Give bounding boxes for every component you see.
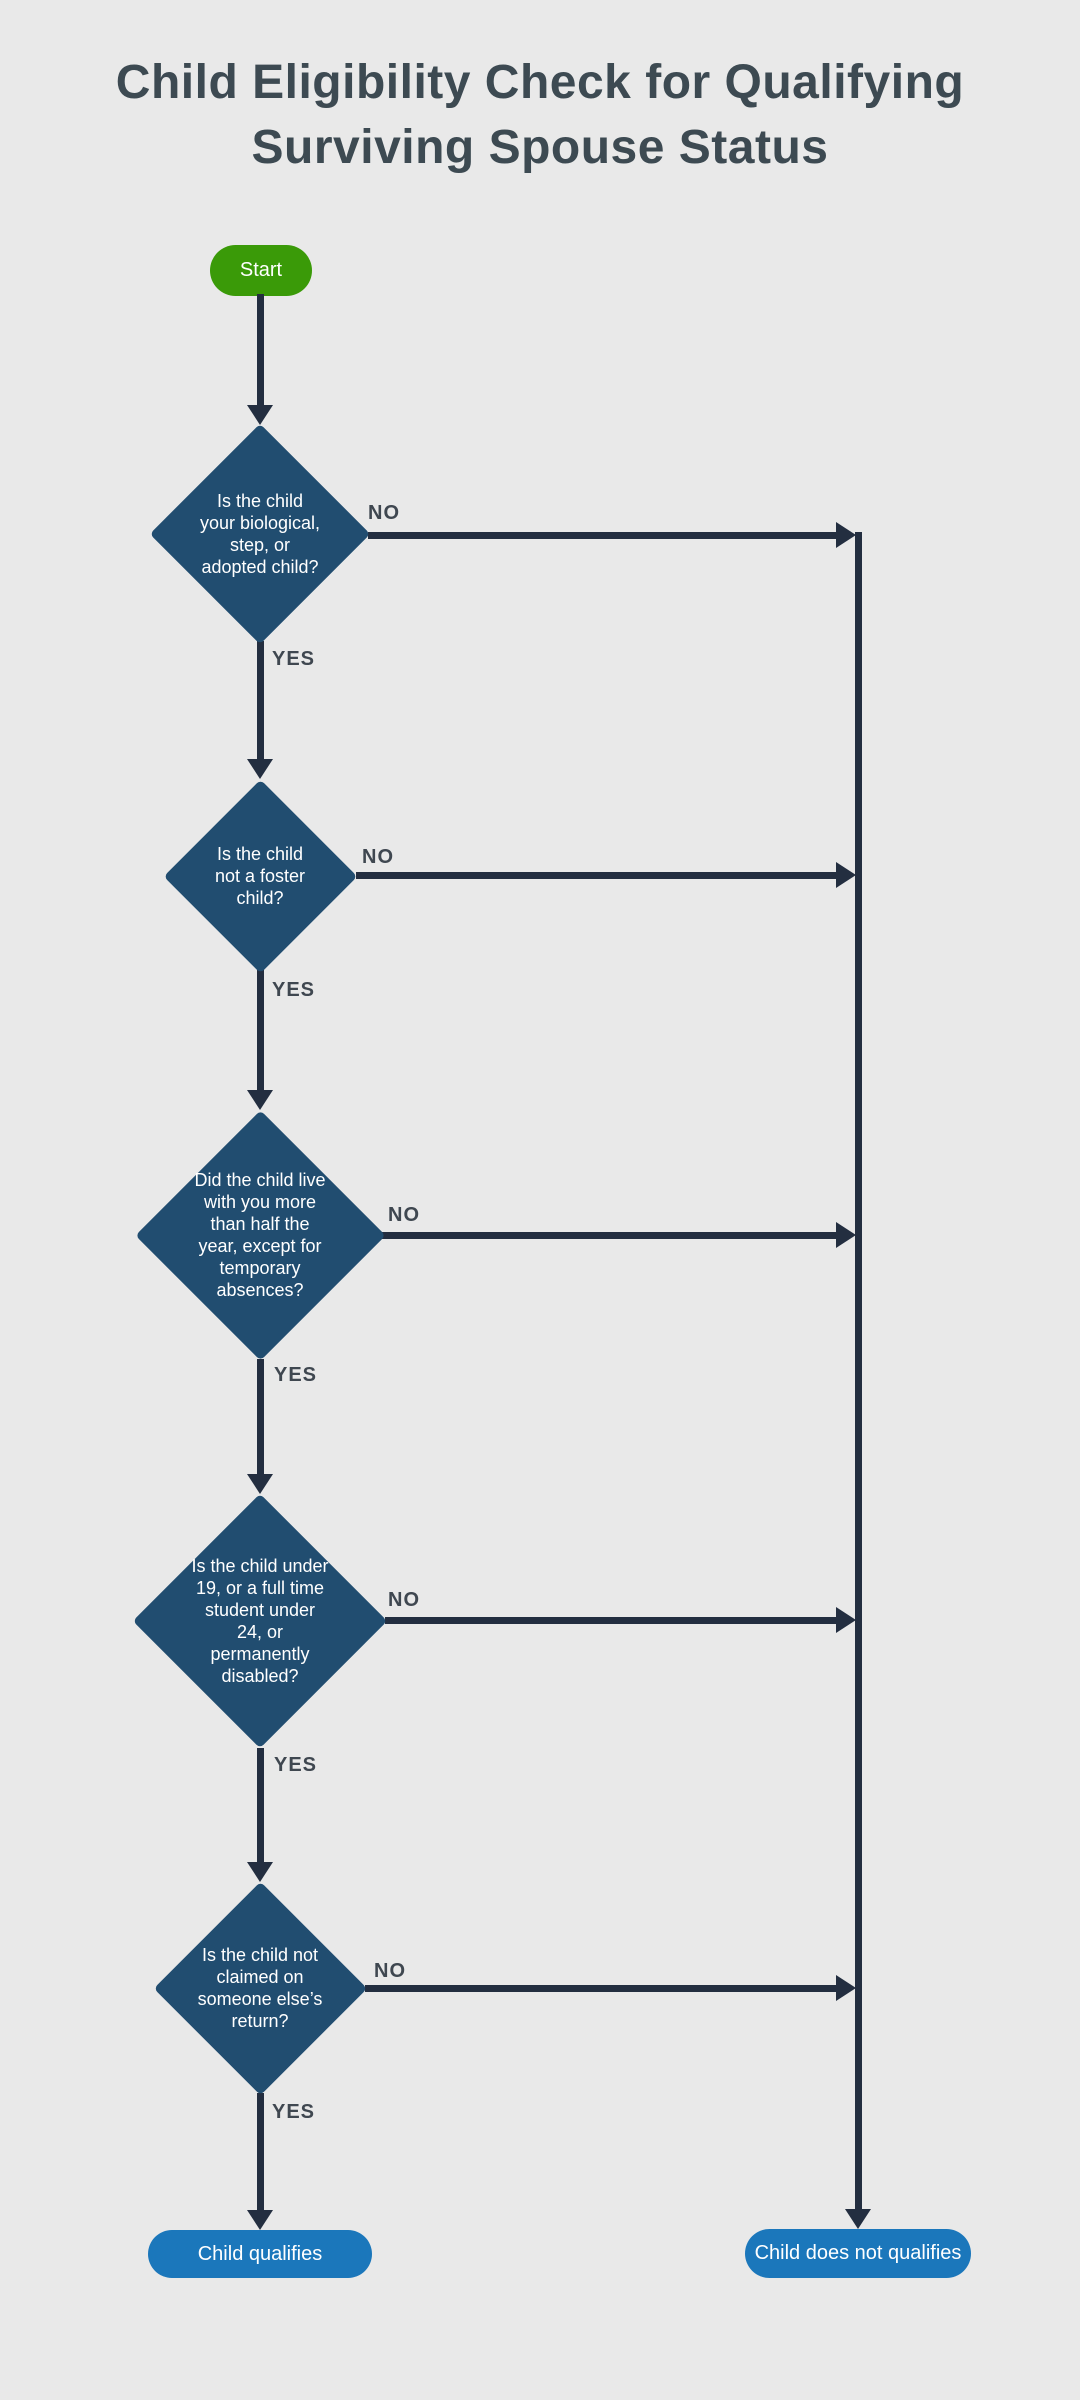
no-label-5: NO <box>374 1960 406 1982</box>
outcome-qualifies-label: Child qualifies <box>197 2242 323 2265</box>
outcome-not-qualifies: Child does not qualifies <box>745 2229 971 2278</box>
connector-d4-no <box>385 1617 838 1624</box>
arrowhead-into-d2 <box>247 759 273 779</box>
arrowhead-into-d5 <box>247 1862 273 1882</box>
yes-label-3: YES <box>274 1364 318 1386</box>
connector-d4-to-d5 <box>257 1748 264 1865</box>
connector-d5-no <box>365 1985 838 1992</box>
arrowhead-into-d1 <box>247 405 273 425</box>
arrowhead-into-d3 <box>247 1090 273 1110</box>
decision-text-1: Is the child your biological, step, or a… <box>199 491 321 577</box>
arrowhead-into-qualifies <box>247 2210 273 2230</box>
arrowhead-d4-no <box>836 1607 856 1633</box>
connector-d2-to-d3 <box>257 970 264 1093</box>
connector-d1-to-d2 <box>257 641 264 762</box>
no-label-4: NO <box>388 1589 420 1611</box>
outcome-qualifies: Child qualifies <box>148 2230 372 2278</box>
connector-d3-no <box>382 1232 838 1239</box>
arrowhead-into-not-qualifies <box>845 2209 871 2229</box>
no-label-2: NO <box>362 846 394 868</box>
no-label-1: NO <box>368 502 400 524</box>
start-node: Start <box>210 245 312 296</box>
arrowhead-into-d4 <box>247 1474 273 1494</box>
connector-d2-no <box>356 872 838 879</box>
decision-text-4: Is the child under 19, or a full time st… <box>191 1556 329 1686</box>
flowchart-title: Child Eligibility Check for Qualifying S… <box>115 56 965 174</box>
connector-start-to-d1 <box>257 294 264 408</box>
yes-label-1: YES <box>272 648 316 670</box>
arrowhead-d2-no <box>836 862 856 888</box>
yes-label-2: YES <box>272 979 316 1001</box>
connector-d3-to-d4 <box>257 1359 264 1477</box>
arrowhead-d1-no <box>836 522 856 548</box>
connector-d5-to-qualifies <box>257 2093 264 2213</box>
outcome-not-qualifies-label: Child does not qualifies <box>754 2242 962 2264</box>
yes-label-4: YES <box>274 1754 318 1776</box>
decision-text-2: Is the child not a foster child? <box>214 844 306 908</box>
decision-text-5: Is the child not claimed on someone else… <box>197 1945 323 2031</box>
yes-label-5: YES <box>272 2101 316 2123</box>
no-label-3: NO <box>388 1204 420 1226</box>
arrowhead-d3-no <box>836 1222 856 1248</box>
connector-no-rail <box>855 532 862 2212</box>
start-node-label: Start <box>239 259 283 281</box>
connector-d1-no <box>368 532 838 539</box>
decision-text-3: Did the child live with you more than ha… <box>194 1170 326 1300</box>
arrowhead-d5-no <box>836 1975 856 2001</box>
